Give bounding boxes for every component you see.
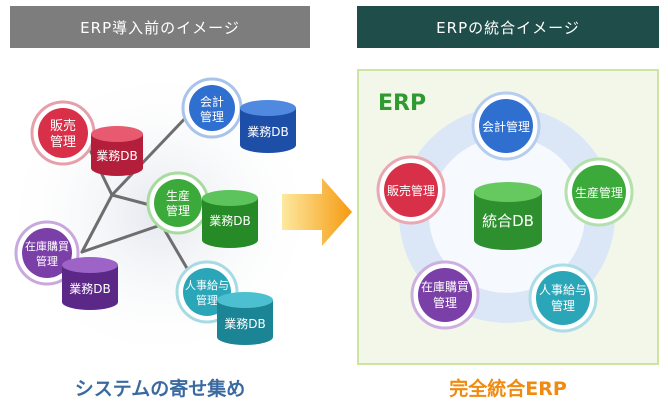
left-hr-system: 人事給与 管理 業務DB (175, 260, 273, 345)
before-erp-header: ERP導入前のイメージ (10, 6, 310, 48)
left-accounting-label-1: 会計 (200, 94, 224, 109)
erp-module-inventory: 在庫購買 管理 (410, 260, 480, 330)
erp-hr-circle (536, 271, 590, 325)
erp-production-circle (572, 165, 626, 219)
erp-production-label: 生産管理 (575, 185, 623, 200)
left-sales-circle (38, 108, 88, 158)
erp-sales-label: 販売管理 (387, 183, 435, 198)
left-inventory-circle (22, 228, 72, 278)
erp-module-production: 生産管理 (564, 157, 634, 227)
left-hr-db-label: 業務DB (224, 317, 265, 331)
left-accounting-circle (189, 85, 235, 131)
left-production-db-label: 業務DB (209, 214, 250, 228)
left-hr-label-1: 人事給与 (185, 278, 229, 292)
erp-sales-circle (384, 163, 438, 217)
erp-inventory-label-1: 在庫購買 (421, 280, 469, 294)
left-accounting-db-label: 業務DB (247, 125, 288, 139)
erp-integration-caption: 完全統合ERP (449, 377, 567, 400)
erp-module-hr: 人事給与 管理 (528, 263, 598, 333)
left-inventory-label-1: 在庫購買 (25, 239, 69, 253)
erp-accounting-label: 会計管理 (482, 119, 530, 134)
central-db-label: 統合DB (482, 212, 534, 230)
left-production-label-1: 生産 (166, 188, 190, 203)
left-inventory-db-label: 業務DB (69, 282, 110, 296)
left-inventory-label-2: 管理 (36, 254, 58, 268)
left-sales-system: 販売 管理 業務DB (30, 100, 143, 176)
erp-label: ERP (378, 91, 426, 116)
before-erp-caption: システムの寄せ集め (74, 377, 246, 400)
erp-accounting-circle (479, 99, 533, 153)
left-hr-label-2: 管理 (196, 293, 218, 307)
erp-inventory-circle (418, 268, 472, 322)
transition-arrow (282, 178, 352, 246)
left-sales-db-label: 業務DB (96, 149, 137, 163)
erp-module-sales: 販売管理 (376, 155, 446, 225)
left-accounting-system: 会計 管理 業務DB (181, 77, 296, 153)
left-production-circle (154, 179, 202, 227)
left-sales-label-2: 管理 (50, 135, 76, 150)
erp-integration-header: ERPの統合イメージ (357, 6, 659, 48)
left-production-system: 生産 管理 業務DB (146, 171, 258, 248)
central-db: 統合DB (474, 182, 542, 250)
left-accounting-label-2: 管理 (200, 109, 224, 124)
left-inventory-system: 在庫購買 管理 業務DB (14, 220, 118, 310)
erp-module-accounting: 会計管理 (471, 91, 541, 161)
erp-hr-label-2: 管理 (551, 298, 575, 313)
left-production-label-2: 管理 (166, 203, 190, 218)
erp-hr-label-1: 人事給与 (539, 283, 587, 297)
erp-inventory-label-2: 管理 (433, 295, 457, 310)
left-sales-label-1: 販売 (50, 118, 76, 134)
